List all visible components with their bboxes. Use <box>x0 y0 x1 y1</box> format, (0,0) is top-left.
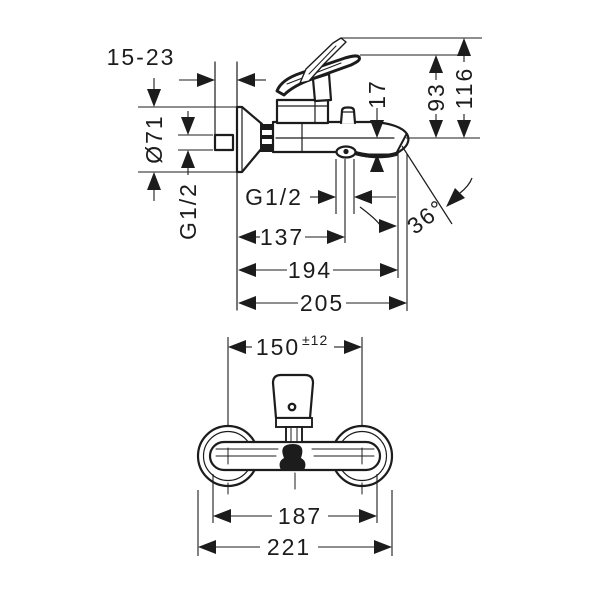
dim-label-depth-194: 194 <box>288 257 332 283</box>
dim-label-height-closed: 93 <box>423 82 449 112</box>
dimension-depth-194: 194 <box>238 150 399 283</box>
dim-label-connection-tolerance: ±12 <box>302 332 328 348</box>
dim-label-outlet-thread: G1/2 <box>245 184 303 210</box>
diverter-front <box>279 444 306 470</box>
cartridge-collar-top <box>275 417 313 428</box>
lever-closed <box>275 54 361 97</box>
cartridge-collar-stem <box>285 426 303 443</box>
dimension-body-width: 187 <box>212 474 378 529</box>
dim-label-height-open: 116 <box>451 67 477 110</box>
dim-label-escutcheon-diameter: Ø71 <box>141 114 167 163</box>
dim-label-connection-spacing: 150 <box>256 334 300 360</box>
dimension-connection-spacing: 150 ±12 <box>227 332 363 426</box>
dimension-outlet-thread: G1/2 <box>245 159 396 243</box>
cartridge-housing <box>275 98 330 125</box>
mixer-front-view <box>196 373 394 495</box>
dim-label-outlet-angle: 36° <box>402 194 450 239</box>
lever-screw <box>287 402 297 412</box>
wall-nipple <box>213 133 235 152</box>
dim-label-wall-depth: 15-23 <box>107 44 176 70</box>
dim-label-spout-drop: 17 <box>364 79 390 109</box>
dimension-depth-205: 205 <box>238 154 408 316</box>
dimension-wall-depth: 15-23 <box>107 44 266 87</box>
dim-label-overall-width: 221 <box>267 534 311 560</box>
dimension-overall-width: 221 <box>197 490 393 560</box>
dim-label-wall-thread: G1/2 <box>175 182 201 240</box>
diverter-knob <box>339 106 357 125</box>
dimension-spout-drop: 17 <box>364 79 397 172</box>
dimension-heights: 93 116 <box>341 37 482 139</box>
wall-reference-lines <box>214 61 238 311</box>
lever-front <box>271 373 315 420</box>
dim-label-depth-137: 137 <box>260 224 304 250</box>
dimension-wall-thread: G1/2 <box>175 111 213 240</box>
dimension-depth-137: 137 <box>238 224 345 250</box>
dim-label-body-width: 187 <box>278 503 322 529</box>
escutcheon-side <box>235 105 264 174</box>
dim-label-depth-205: 205 <box>300 290 344 316</box>
